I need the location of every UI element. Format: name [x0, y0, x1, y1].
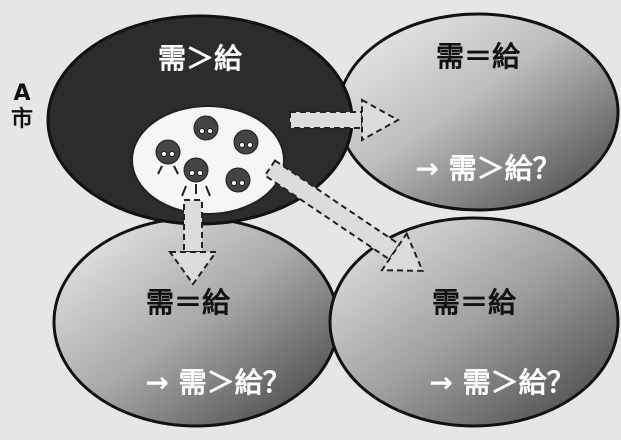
city-label-top: A: [13, 81, 30, 106]
people-group-icon: [131, 105, 285, 215]
region-bl-title: 需＝給: [146, 286, 231, 319]
region-bottom-right: 需＝給 → 需＞給？: [328, 216, 620, 428]
region-a-title: 需＞給: [158, 42, 243, 75]
region-bl-subtitle: → 需＞給？: [145, 366, 290, 399]
arrow-to-top-right: [289, 98, 401, 142]
region-br-subtitle: → 需＞給？: [429, 366, 574, 399]
region-br-title: 需＝給: [432, 286, 517, 319]
region-top-right: 需＝給 → 需＞給？: [336, 12, 620, 212]
region-tr-subtitle: → 需＞給？: [415, 152, 560, 185]
arrow-to-bottom-right: [263, 159, 425, 272]
city-label-bottom: 市: [11, 106, 33, 132]
region-tr-title: 需＝給: [436, 40, 521, 73]
arrow-to-bottom-left: [168, 199, 218, 286]
